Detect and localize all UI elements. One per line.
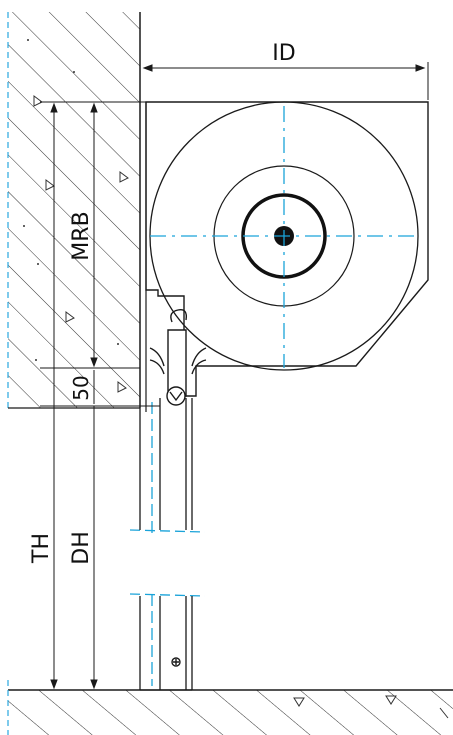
dimension-label-dh: DH: [69, 531, 94, 564]
curtain-outlet: [149, 309, 207, 667]
dimension-verticals: [40, 101, 160, 691]
dimension-id: [139, 14, 429, 100]
guide-rail: [139, 398, 193, 691]
wall-lintel: [7, 12, 141, 409]
dimension-label-id: ID: [272, 41, 295, 66]
dimension-label-50: 50: [69, 375, 93, 400]
floor-slab: [7, 680, 453, 735]
dimension-label-mrb: MRB: [69, 211, 94, 260]
shutter-box: [145, 101, 429, 412]
dimension-label-th: TH: [29, 533, 54, 564]
roll-centerlines: [129, 106, 420, 686]
